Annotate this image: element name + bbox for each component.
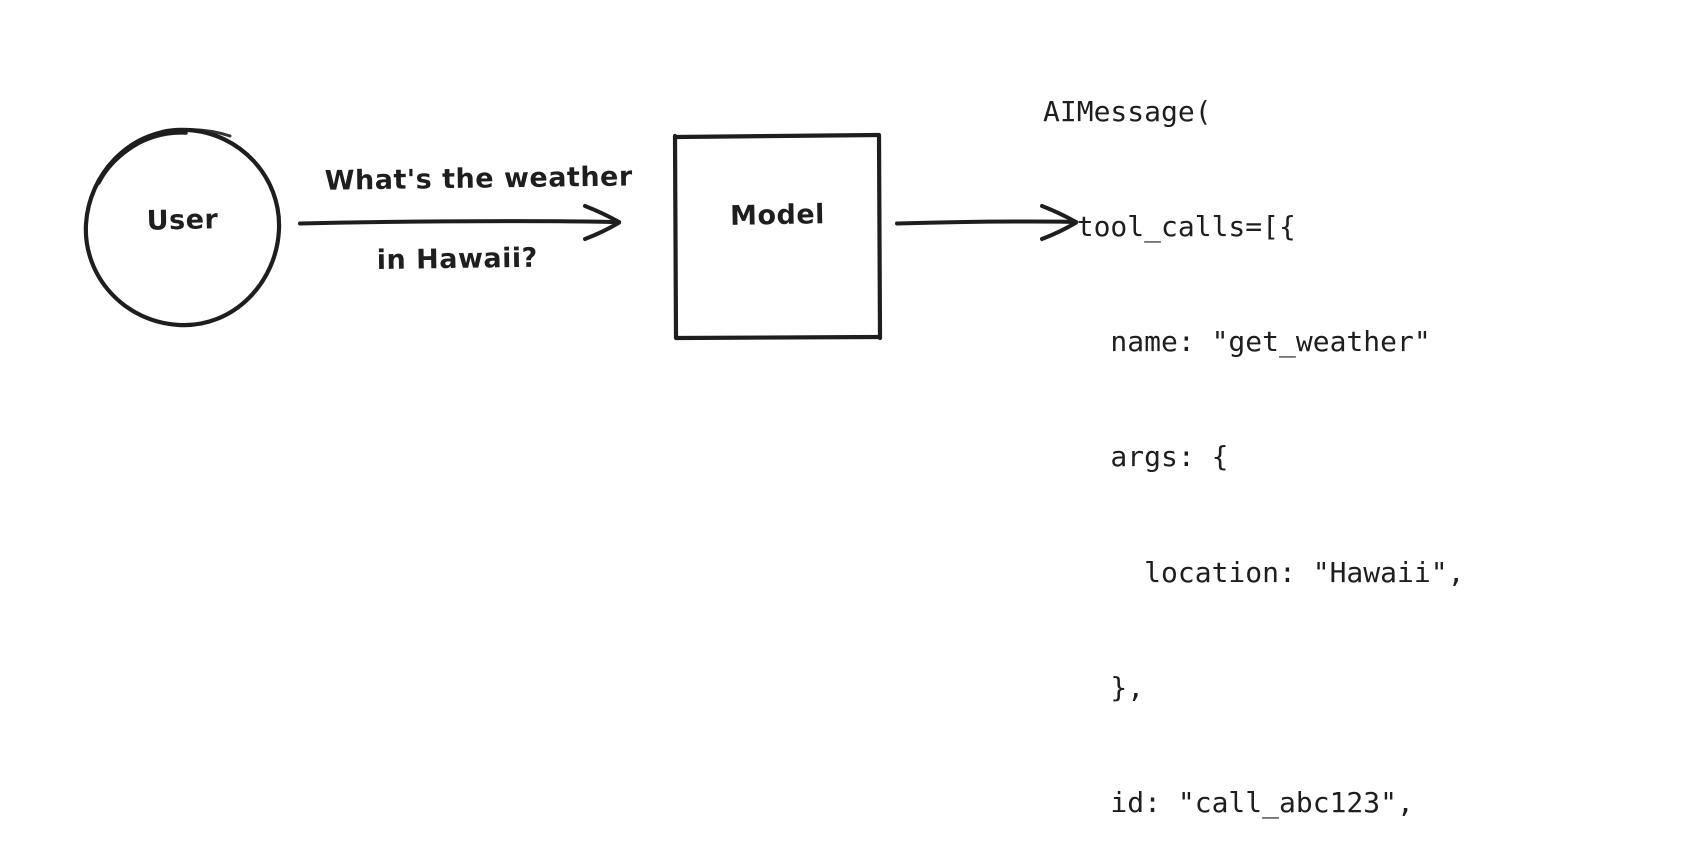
user-node-shape[interactable] — [83, 127, 282, 328]
sketch-layer — [83, 127, 1078, 341]
edge-label-line-2: in Hawaii? — [376, 242, 538, 277]
code-line: args: { — [1043, 440, 1229, 474]
edge-label-line-1: What's the weather — [324, 161, 633, 197]
arrow-model-to-output[interactable] — [895, 204, 1078, 241]
model-node-label: Model — [729, 199, 826, 232]
code-line: }, — [1043, 670, 1145, 704]
diagram-canvas: User Model What's the weather in Hawaii?… — [83, 95, 1464, 819]
code-line: AIMessage( — [1043, 94, 1212, 128]
model-node-shape[interactable] — [672, 132, 883, 341]
user-node-label: User — [146, 204, 219, 237]
edge-label-user-to-model: What's the weather in Hawaii? — [284, 118, 633, 363]
arrow-user-to-model[interactable] — [298, 204, 621, 241]
code-line: tool_calls=[{ — [1043, 210, 1296, 244]
code-line: name: "get_weather" — [1043, 325, 1431, 359]
code-line: id: "call_abc123", — [1043, 786, 1414, 820]
code-line: location: "Hawaii", — [1043, 555, 1465, 589]
aimessage-code-block: AIMessage( tool_calls=[{ name: "get_weat… — [1043, 16, 1464, 864]
